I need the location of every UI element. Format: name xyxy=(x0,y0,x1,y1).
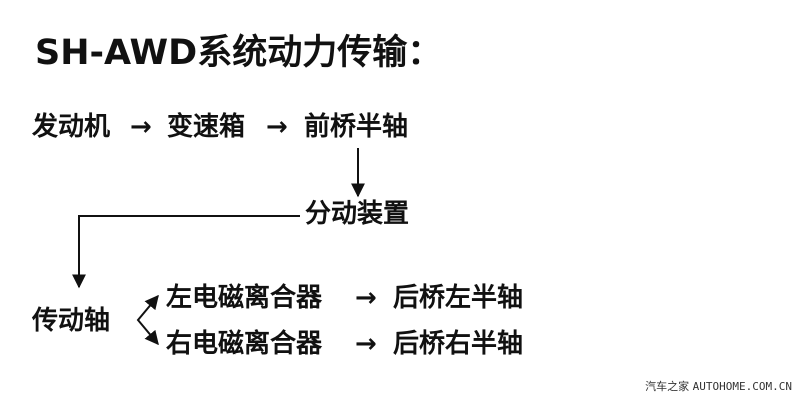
arrow-driveshaft-split xyxy=(136,294,159,346)
arrow-left-clutch-rear-left: → xyxy=(355,283,377,313)
node-rear-left-half-axle: 后桥左半轴 xyxy=(393,283,524,313)
node-transfer-case: 分动装置 xyxy=(305,199,410,229)
node-front-half-axle: 前桥半轴 xyxy=(304,112,409,142)
arrow-gearbox-front-axle: → xyxy=(266,112,288,142)
watermark-site: AUTOHOME.COM.CN xyxy=(692,380,792,393)
node-left-clutch: 左电磁离合器 xyxy=(166,283,323,313)
node-gearbox: 变速箱 xyxy=(167,112,246,142)
node-driveshaft: 传动轴 xyxy=(32,306,111,336)
node-engine: 发动机 xyxy=(32,112,111,142)
watermark: 汽车之家 AUTOHOME.COM.CN xyxy=(645,378,792,394)
watermark-brand: 汽车之家 xyxy=(645,380,690,393)
arrow-transfer-case-to-driveshaft xyxy=(72,215,300,289)
node-right-clutch: 右电磁离合器 xyxy=(166,329,323,359)
arrow-right-clutch-rear-right: → xyxy=(355,329,377,359)
node-rear-right-half-axle: 后桥右半轴 xyxy=(393,329,524,359)
diagram-title: SH-AWD系统动力传输： xyxy=(35,33,443,73)
arrow-engine-gearbox: → xyxy=(130,112,152,142)
